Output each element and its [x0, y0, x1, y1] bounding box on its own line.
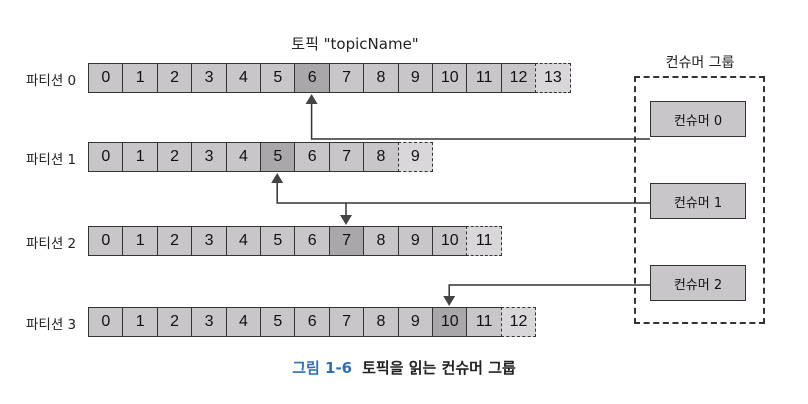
offset-cell: 2: [156, 63, 193, 93]
offset-cell: 0: [88, 307, 124, 337]
figure-number: 그림 1-6: [292, 359, 353, 377]
offset-cell: 2: [156, 226, 193, 256]
figure-caption: 그림 1-6 토픽을 읽는 컨슈머 그룹: [0, 357, 808, 378]
offset-cell: 6: [294, 142, 331, 172]
partition-label: 파티션 1: [26, 152, 77, 168]
consumer-group-label: 컨슈머 그룹: [665, 55, 735, 71]
arrow-head: [443, 296, 456, 306]
partition-label: 파티션 3: [26, 317, 77, 333]
offset-cell: 3: [191, 226, 227, 256]
offset-cell: 1: [122, 226, 159, 256]
offset-cell: 1: [122, 307, 159, 337]
offset-cell: 2: [156, 142, 193, 172]
partition-label: 파티션 2: [26, 236, 77, 252]
offset-cell: 11: [466, 307, 502, 337]
offset-cell: 7: [328, 63, 365, 93]
offset-cell: 0: [88, 226, 124, 256]
offset-cell: 3: [191, 142, 227, 172]
topic-title: 토픽 "topicName": [291, 35, 419, 53]
offset-cell: 3: [191, 307, 227, 337]
offset-cell: 11: [466, 226, 502, 256]
offset-cell: 8: [363, 307, 399, 337]
connector-line: [310, 103, 650, 140]
offset-cell: 0: [88, 63, 124, 93]
offset-cell: 4: [225, 142, 262, 172]
consumer-box: 컨슈머 0: [650, 101, 746, 137]
figure-title: 토픽을 읽는 컨슈머 그룹: [362, 359, 516, 377]
offset-cell: 9: [397, 226, 434, 256]
offset-cell: 7: [328, 226, 365, 256]
arrow-head: [305, 94, 318, 104]
arrow-head: [340, 215, 352, 225]
offset-cell: 3: [191, 63, 227, 93]
offset-cell: 10: [431, 63, 468, 93]
offset-cell: 9: [397, 63, 434, 93]
offset-cell: 11: [466, 63, 502, 93]
offset-cell: 12: [500, 307, 537, 337]
connector-line: [276, 182, 650, 204]
consumer-box: 컨슈머 2: [650, 265, 746, 301]
offset-cell: 6: [294, 226, 331, 256]
offset-cell: 1: [122, 142, 159, 172]
connector-line: [448, 284, 650, 297]
offset-cell: 1: [122, 63, 159, 93]
offset-cell: 8: [363, 226, 399, 256]
offset-cell: 5: [259, 142, 296, 172]
offset-cell: 9: [397, 142, 434, 172]
offset-cell: 10: [431, 307, 468, 337]
arrow-head: [271, 173, 284, 183]
partition-label: 파티션 0: [26, 73, 77, 89]
offset-cell: 5: [259, 307, 296, 337]
offset-cell: 9: [397, 307, 434, 337]
offset-cell: 8: [363, 63, 399, 93]
consumer-box: 컨슈머 1: [650, 183, 746, 219]
consumer-group-box: [634, 76, 765, 324]
offset-cell: 6: [294, 307, 331, 337]
offset-cell: 13: [535, 63, 571, 93]
offset-cell: 8: [363, 142, 399, 172]
offset-cell: 5: [259, 226, 296, 256]
offset-cell: 4: [225, 307, 262, 337]
offset-cell: 4: [225, 63, 262, 93]
